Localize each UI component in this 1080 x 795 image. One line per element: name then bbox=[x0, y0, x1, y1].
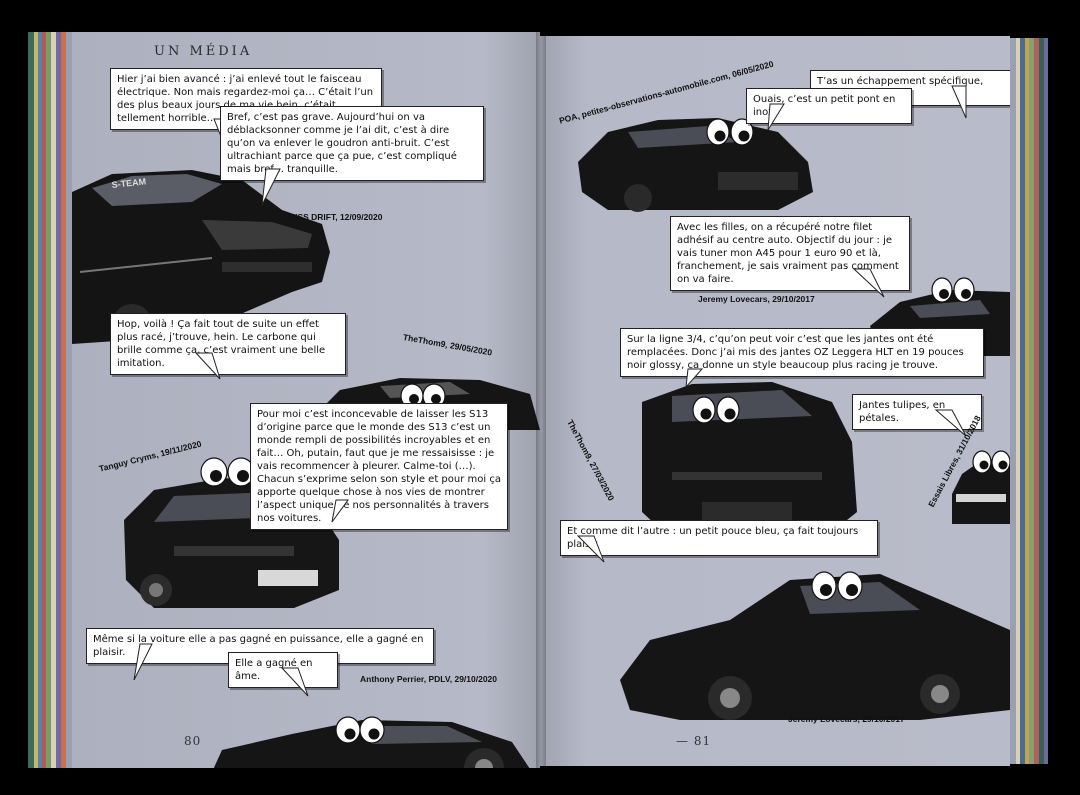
speech-bubble: Sur la ligne 3/4, c’qu’on peut voir c’es… bbox=[620, 328, 984, 377]
speech-bubble-tail bbox=[280, 667, 309, 697]
right-page: POA, petites-observations-automobile.com… bbox=[540, 36, 1010, 766]
speech-bubble: Bref, c’est pas grave. Aujourd’hui on va… bbox=[220, 106, 484, 181]
car-illustration-5 bbox=[578, 118, 813, 212]
quote-credit: Anthony Perrier, PDLV, 29/10/2020 bbox=[360, 674, 498, 684]
speech-bubble-tail bbox=[194, 352, 221, 380]
speech-bubble-tail bbox=[852, 268, 885, 298]
car-illustration-8 bbox=[952, 450, 1010, 524]
speech-bubble-tail bbox=[133, 643, 153, 681]
running-head: UN MÉDIA bbox=[154, 44, 253, 59]
quote-credit: Jeremy Lovecars, 29/10/2017 bbox=[788, 714, 905, 724]
quote-credit: MISS DRIFT, 12/09/2020 bbox=[288, 212, 383, 222]
speech-bubble-tail bbox=[685, 368, 704, 389]
speech-bubble: Et comme dit l’autre : un petit pouce bl… bbox=[560, 520, 878, 556]
speech-bubble-tail bbox=[951, 85, 967, 119]
speech-bubble: Pour moi c’est inconcevable de laisser l… bbox=[250, 403, 508, 530]
car-illustration-9 bbox=[620, 571, 1010, 720]
book-page-edges-right bbox=[1008, 38, 1048, 764]
quote-credit: Jeremy Lovecars, 29/10/2017 bbox=[698, 294, 815, 304]
quote-credit: TheThom9, 27/03/2020 bbox=[565, 418, 617, 503]
book-page-edges-left bbox=[28, 32, 76, 768]
book-gutter bbox=[536, 32, 546, 768]
page-number-left: 80 bbox=[184, 734, 202, 748]
car-illustration-7 bbox=[642, 382, 857, 540]
speech-bubble: Elle a gagné en âme. bbox=[228, 652, 338, 688]
car-illustration-1: S-TEAM bbox=[72, 170, 330, 344]
speech-bubble-tail bbox=[767, 103, 785, 131]
speech-bubble-tail bbox=[934, 409, 967, 437]
left-page: UN MÉDIA S-TEAM bbox=[72, 32, 540, 768]
speech-bubble: Hop, voilà ! Ça fait tout de suite un ef… bbox=[110, 313, 346, 375]
windshield-sticker-text: S-TEAM bbox=[111, 176, 146, 190]
page-number-right: — 81 bbox=[676, 734, 712, 748]
speech-bubble-tail bbox=[331, 499, 349, 523]
car-illustration-4 bbox=[213, 716, 530, 768]
speech-bubble-tail bbox=[576, 535, 605, 563]
speech-bubble-tail bbox=[261, 168, 281, 206]
speech-bubble: Jantes tulipes, en pétales. bbox=[852, 394, 982, 430]
